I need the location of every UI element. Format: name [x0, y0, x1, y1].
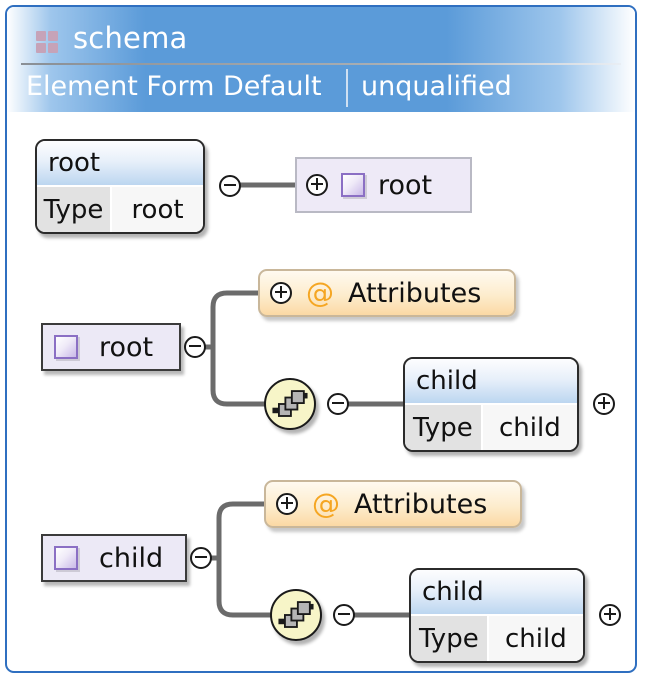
- header-title-band: [7, 7, 635, 64]
- type-box-row: Type child: [411, 615, 583, 661]
- attributes-box-child[interactable]: @ Attributes: [264, 480, 522, 528]
- type-box-child-1[interactable]: child Type child: [403, 357, 579, 452]
- type-box-key: Type: [411, 615, 487, 661]
- element-label: child: [99, 542, 164, 574]
- type-box-row: Type child: [405, 404, 577, 450]
- expand-toggle-attributes[interactable]: [270, 282, 292, 304]
- type-box-root[interactable]: root Type root: [35, 139, 205, 234]
- type-box-value: child: [480, 404, 577, 450]
- element-label: root: [378, 169, 433, 201]
- attributes-label: Attributes: [348, 277, 482, 309]
- sequence-compositor-icon: [272, 390, 308, 417]
- header-divider: [21, 63, 621, 65]
- expand-toggle-child-type-2[interactable]: [599, 604, 621, 626]
- expand-toggle-root-element[interactable]: [306, 174, 328, 196]
- schema-grid-icon: [36, 31, 58, 53]
- element-form-default-value: unqualified: [361, 71, 512, 102]
- type-box-row: Type root: [37, 186, 203, 232]
- type-box-key: Type: [37, 186, 111, 232]
- page-title: schema: [73, 21, 188, 55]
- element-box-child[interactable]: child: [41, 534, 187, 582]
- header-value-separator: [346, 69, 348, 107]
- schema-diagram-window: schema Element Form Default unqualified …: [5, 5, 637, 673]
- at-symbol-icon: @: [306, 276, 334, 309]
- element-square-icon: [54, 335, 78, 359]
- at-symbol-icon: @: [312, 487, 340, 520]
- attributes-box-root[interactable]: @ Attributes: [258, 269, 516, 317]
- element-square-icon: [54, 546, 78, 570]
- sequence-compositor-node-root[interactable]: [264, 378, 316, 430]
- collapse-toggle-child[interactable]: [190, 547, 212, 569]
- type-box-name: child: [411, 570, 583, 616]
- sequence-compositor-node-child[interactable]: [270, 589, 322, 641]
- collapse-toggle-root[interactable]: [184, 336, 206, 358]
- collapse-toggle-sequence-child[interactable]: [333, 604, 355, 626]
- collapse-toggle-root-type[interactable]: [219, 175, 241, 197]
- header-property-band: [7, 64, 635, 112]
- element-label: root: [99, 331, 154, 363]
- window-header: schema Element Form Default unqualified: [7, 7, 635, 112]
- element-square-icon: [341, 173, 365, 197]
- type-box-name: root: [37, 141, 203, 187]
- sequence-compositor-icon: [278, 601, 314, 628]
- attributes-label: Attributes: [354, 488, 488, 520]
- type-box-value: root: [110, 186, 203, 232]
- collapse-toggle-sequence-root[interactable]: [327, 393, 349, 415]
- element-box-root[interactable]: root: [41, 323, 181, 371]
- type-box-child-2[interactable]: child Type child: [409, 568, 585, 663]
- type-box-name: child: [405, 359, 577, 405]
- type-box-key: Type: [405, 404, 481, 450]
- expand-toggle-child-type-1[interactable]: [593, 393, 615, 415]
- element-form-default-label: Element Form Default: [26, 71, 322, 102]
- type-box-value: child: [486, 615, 583, 661]
- element-box-root-ref[interactable]: root: [295, 157, 472, 213]
- expand-toggle-attributes[interactable]: [276, 493, 298, 515]
